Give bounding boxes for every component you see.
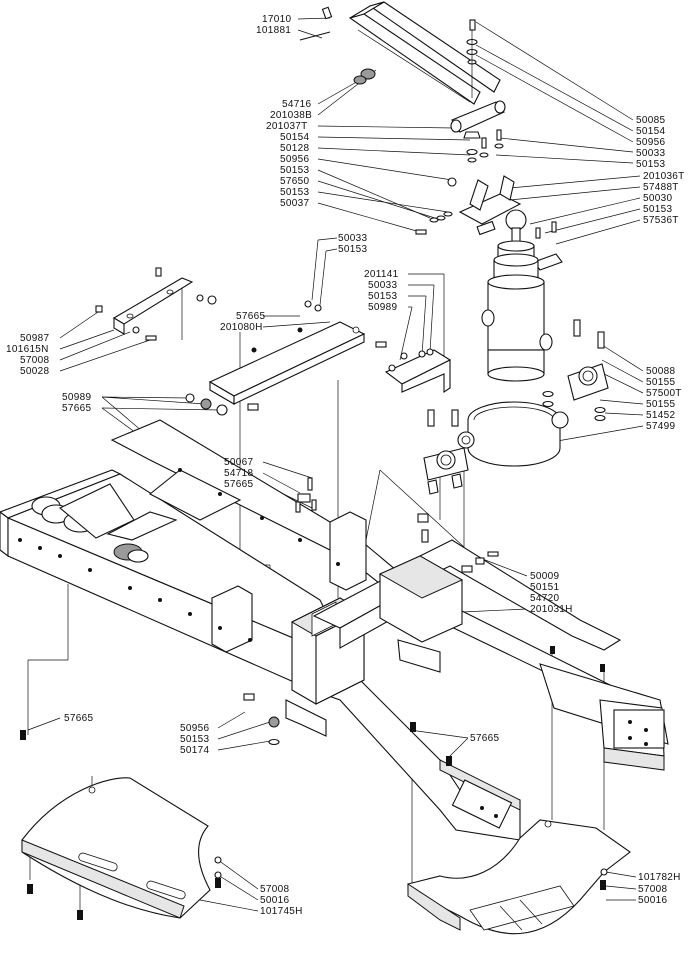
- label-50128: 50128: [280, 143, 309, 154]
- label-57008-b: 57008: [260, 884, 289, 895]
- label-50987: 50987: [20, 333, 49, 344]
- label-50016-b: 50016: [638, 895, 667, 906]
- label-50037: 50037: [280, 198, 309, 209]
- label-50154-a: 50154: [280, 132, 309, 143]
- label-50155-b: 50155: [646, 399, 675, 410]
- skid-plate-left: [20, 730, 222, 920]
- pivot-ring-bearings: [423, 319, 609, 495]
- label-17010: 17010: [262, 14, 291, 25]
- label-50174: 50174: [180, 745, 209, 756]
- label-57008-c: 57008: [638, 884, 667, 895]
- label-101745H: 101745H: [260, 906, 303, 917]
- label-50028: 50028: [20, 366, 49, 377]
- label-50030: 50030: [643, 193, 672, 204]
- label-57488T: 57488T: [643, 182, 679, 193]
- label-50153-f: 50153: [368, 291, 397, 302]
- label-50088: 50088: [646, 366, 675, 377]
- label-201037T: 201037T: [266, 121, 308, 132]
- label-50956-a: 50956: [280, 154, 309, 165]
- label-50153-b: 50153: [280, 187, 309, 198]
- label-201080H: 201080H: [220, 322, 263, 333]
- label-57665-d: 57665: [64, 713, 93, 724]
- label-101615N: 101615N: [6, 344, 49, 355]
- label-50085: 50085: [636, 115, 665, 126]
- leader-lines: [27, 17, 644, 912]
- label-57665-a: 57665: [236, 311, 265, 322]
- label-50153-a: 50153: [280, 165, 309, 176]
- hitch-post-assembly: [481, 240, 553, 382]
- label-50033-a: 50033: [636, 148, 665, 159]
- label-54718: 54718: [224, 468, 253, 479]
- label-201036T: 201036T: [643, 171, 685, 182]
- label-50016-a: 50016: [260, 895, 289, 906]
- label-57665-c: 57665: [224, 479, 253, 490]
- label-50989-b: 50989: [62, 392, 91, 403]
- label-50151: 50151: [530, 582, 559, 593]
- label-50009: 50009: [530, 571, 559, 582]
- label-57665-b: 57665: [62, 403, 91, 414]
- label-50155-a: 50155: [646, 377, 675, 388]
- label-57650: 57650: [280, 176, 309, 187]
- mid-mount-brackets: [95, 267, 452, 416]
- label-50033-c: 50033: [368, 280, 397, 291]
- main-chassis-frame: [0, 419, 669, 841]
- label-50956-c: 50956: [180, 723, 209, 734]
- skid-cradle-right: [407, 819, 631, 935]
- label-50956-b: 50956: [636, 137, 665, 148]
- label-201038B: 201038B: [270, 110, 312, 121]
- label-50033-b: 50033: [338, 233, 367, 244]
- label-57665-e: 57665: [470, 733, 499, 744]
- upper-arm-bracket: [299, 1, 563, 271]
- label-50153-d: 50153: [643, 204, 672, 215]
- label-101881: 101881: [256, 25, 291, 36]
- part-labels: 17010 101881 54716 201038B 201037T 50154…: [6, 14, 685, 917]
- label-57500T: 57500T: [646, 388, 682, 399]
- label-50153-g: 50153: [180, 734, 209, 745]
- label-57008-a: 57008: [20, 355, 49, 366]
- label-201141: 201141: [364, 269, 399, 280]
- label-201031H: 201031H: [530, 604, 573, 615]
- label-51452: 51452: [646, 410, 675, 421]
- label-57536T: 57536T: [643, 215, 679, 226]
- label-54720: 54720: [530, 593, 559, 604]
- label-101782H: 101782H: [638, 872, 681, 883]
- label-50067: 50067: [224, 457, 253, 468]
- label-50153-c: 50153: [636, 159, 665, 170]
- label-50153-e: 50153: [338, 244, 367, 255]
- label-54716: 54716: [282, 99, 311, 110]
- label-50989-a: 50989: [368, 302, 397, 313]
- label-50154-b: 50154: [636, 126, 665, 137]
- label-57499: 57499: [646, 421, 675, 432]
